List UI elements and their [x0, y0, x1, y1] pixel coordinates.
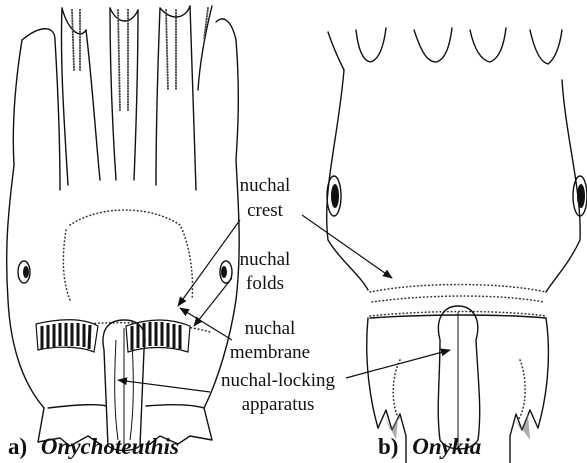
nuchal-folds-line2: folds: [246, 273, 284, 294]
nuchal-crest-line1: nuchal: [240, 175, 291, 196]
caption-b-name: Onykia: [412, 434, 481, 459]
nuchal-crest-label: nuchal crest: [178, 175, 392, 306]
onychoteuthis-drawing: [7, 6, 239, 451]
caption-b: b) Onykia: [378, 434, 481, 459]
nuchal-locking-line1: nuchal-locking: [221, 370, 335, 391]
nuchal-membrane-line1: nuchal: [245, 318, 296, 339]
onychoteuthis-arms: [13, 6, 238, 190]
nuchal-folds-label: nuchal folds: [194, 249, 290, 326]
nuchal-folds-leader: [194, 278, 232, 326]
onychoteuthis-eye-left: [18, 261, 30, 283]
nuchal-crest-leader-right: [302, 215, 392, 278]
onykia-locking-cartilage: [438, 306, 479, 449]
caption-b-prefix: b): [378, 434, 398, 459]
nuchal-locking-leader-right: [346, 350, 450, 378]
caption-a: a) Onychoteuthis: [8, 434, 179, 459]
nuchal-membrane-line2: membrane: [230, 342, 310, 363]
onychoteuthis-nuchal-folds: [36, 320, 190, 352]
onykia-arms: [328, 28, 562, 70]
nuchal-folds-line1: nuchal: [240, 249, 291, 270]
nuchal-locking-line2: apparatus: [242, 394, 315, 415]
nuchal-crest-leader-left: [178, 220, 240, 306]
nuchal-membrane-label: nuchal membrane: [180, 308, 310, 363]
caption-a-name: Onychoteuthis: [41, 434, 179, 459]
onychoteuthis-head-outline: [7, 165, 44, 408]
nuchal-locking-leader-left: [118, 380, 210, 392]
onykia-eye-right: [573, 176, 587, 216]
onykia-eye-left: [327, 176, 341, 216]
onykia-drawing: [327, 28, 587, 463]
caption-a-prefix: a): [8, 434, 27, 459]
nuchal-crest-line2: crest: [247, 200, 284, 221]
